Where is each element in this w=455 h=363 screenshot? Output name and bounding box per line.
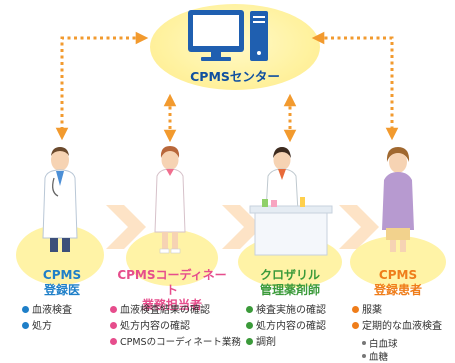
bullet-icon: [246, 306, 253, 313]
pharmacist-title: クロザリル 管理薬剤師: [240, 268, 340, 298]
bullet-icon: [110, 306, 117, 313]
patient-subitem: 血糖: [362, 349, 388, 363]
bullet-icon: [352, 322, 359, 329]
bullet-icon: [22, 306, 29, 313]
doctor-item: 血液検査: [22, 304, 72, 317]
bullet-icon: [110, 322, 117, 329]
patient-title: CPMS 登録患者: [348, 268, 448, 298]
patient-halo: [350, 236, 446, 288]
doctor-title-line2: 登録医: [43, 283, 80, 297]
patient-item: 定期的な血液検査: [352, 320, 442, 333]
bullet-icon: [110, 338, 117, 345]
bullet-icon: [22, 322, 29, 329]
computer-icon: [188, 10, 268, 61]
patient-title-line2: 登録患者: [373, 283, 422, 297]
coordinator-item: CPMSのコーディネート業務: [110, 336, 241, 349]
pharmacist-item: 処方内容の確認: [246, 320, 326, 333]
coordinator-halo: [126, 230, 218, 286]
flow-chevron-1: [106, 205, 146, 249]
arrow-center-patient: [311, 31, 399, 141]
coordinator-title-line2: 業務担当者: [141, 298, 202, 312]
pharmacist-item: 調剤: [246, 336, 276, 349]
pharmacist-title-line2: 管理薬剤師: [259, 283, 320, 297]
arrow-center-doctor: [55, 31, 149, 141]
coordinator-item: 処方内容の確認: [110, 320, 190, 333]
doctor-title-line1: CPMS: [42, 268, 82, 282]
dot-icon: [362, 341, 366, 345]
dot-icon: [362, 354, 366, 358]
coordinator-title: CPMSコーディネート 業務担当者: [112, 268, 232, 313]
flow-chevron-2: [222, 205, 262, 249]
coordinator-title-line1: CPMSコーディネート: [117, 268, 227, 297]
doctor-figure: [42, 147, 78, 252]
patient-title-line1: CPMS: [378, 268, 418, 282]
pharmacist-figure: [249, 147, 333, 256]
doctor-title: CPMS 登録医: [12, 268, 112, 298]
flow-chevron-3: [339, 205, 379, 249]
bullet-icon: [352, 306, 359, 313]
doctor-halo: [16, 225, 104, 285]
bullet-icon: [246, 322, 253, 329]
patient-item: 服薬: [352, 304, 382, 317]
cpms-center-label: CPMSセンター: [190, 69, 280, 84]
coordinator-item: 血液検査結果の確認: [110, 304, 210, 317]
pharmacist-title-line1: クロザリル: [259, 268, 320, 282]
bullet-icon: [246, 338, 253, 345]
patient-figure: [382, 147, 414, 252]
coordinator-figure: [154, 146, 186, 254]
patient-subitem: 白血球: [362, 336, 398, 350]
pharmacist-item: 検査実施の確認: [246, 304, 326, 317]
doctor-item: 処方: [22, 320, 52, 333]
